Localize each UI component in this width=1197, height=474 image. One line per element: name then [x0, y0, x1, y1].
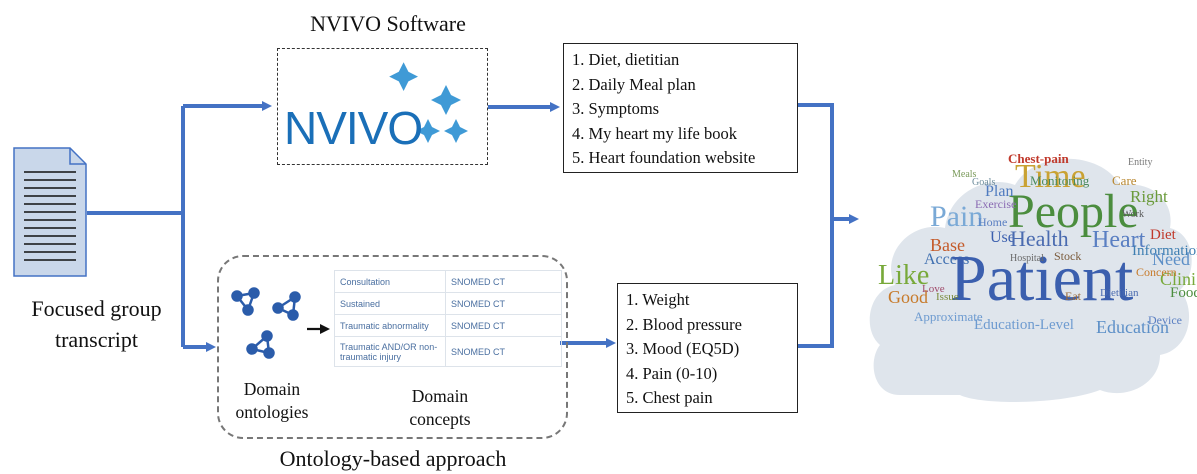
source-label-line1: Focused group — [31, 296, 162, 321]
cloud-word: Care — [1112, 173, 1137, 188]
nvivo-logo-box: NVIVO — [277, 48, 488, 165]
cloud-word: Use — [990, 229, 1015, 246]
domain-concepts-line2: concepts — [409, 409, 471, 429]
nvivo-logo-icon — [389, 62, 468, 143]
nvivo-result-item: 1. Diet, dietitian — [572, 50, 680, 69]
ontology-caption: Ontology-based approach — [279, 446, 507, 471]
concept-source-cell: SNOMED CT — [445, 336, 562, 367]
cloud-word: Diet — [1150, 227, 1176, 243]
concept-name-cell: Traumatic abnormality — [334, 314, 446, 337]
domain-ontologies-line1: Domain — [243, 379, 301, 399]
cloud-word: Plan — [985, 183, 1014, 200]
nvivo-result-item: 2. Daily Meal plan — [572, 74, 696, 94]
cloud-word: Entity — [1128, 157, 1153, 168]
ontology-approach-box — [217, 255, 568, 439]
cloud-word: Chest-pain — [1008, 151, 1069, 166]
ontology-result-item: 2. Blood pressure — [626, 314, 742, 334]
word-cloud-shape — [869, 158, 1192, 402]
domain-ontologies-label: Domain ontologies — [222, 378, 322, 424]
nvivo-results-box: 1. Diet, dietitian 2. Daily Meal plan 3.… — [563, 43, 798, 173]
cloud-word: Time — [1015, 158, 1086, 195]
source-label-line2: transcript — [54, 327, 139, 352]
concept-source-cell: SNOMED CT — [445, 292, 562, 315]
domain-concepts-table: Consultation SNOMED CT Sustained SNOMED … — [334, 270, 562, 367]
cloud-word: Good — [888, 287, 928, 307]
concept-source-cell: SNOMED CT — [445, 314, 562, 337]
source-label: Focused group transcript — [0, 293, 193, 355]
cloud-word: Health — [1010, 226, 1069, 251]
cloud-word: Dietitian — [1100, 287, 1139, 299]
ontology-results-box: 1. Weight 2. Blood pressure 3. Mood (EQ5… — [617, 283, 798, 413]
cloud-word: Food — [1170, 285, 1197, 301]
cloud-word: Education — [1096, 317, 1169, 337]
concept-name-cell: Sustained — [334, 292, 446, 315]
cloud-word: People — [1008, 185, 1139, 238]
cloud-word: Education-Level — [974, 317, 1074, 333]
cloud-word: Access — [924, 251, 970, 268]
cloud-word: Exercise — [975, 197, 1017, 211]
nvivo-title: NVIVO Software — [310, 11, 466, 36]
nvivo-result-item: 4. My heart my life book — [572, 123, 737, 143]
cloud-word: Information — [1132, 243, 1197, 259]
cloud-word: Approximate — [914, 309, 983, 324]
domain-ontologies-line2: ontologies — [235, 402, 309, 422]
concept-name-cell: Traumatic AND/OR non-traumatic injury — [334, 336, 446, 367]
nvivo-result-item: 3. Symptoms — [572, 99, 660, 118]
cloud-word: Meals — [952, 169, 977, 180]
table-row: Traumatic abnormality SNOMED CT — [334, 314, 562, 337]
branch-connector — [87, 101, 859, 352]
nvivo-result-item: 5. Heart foundation website — [572, 148, 756, 167]
cloud-word: Pain — [930, 200, 984, 233]
cloud-word: Base — [930, 235, 965, 255]
cloud-word: Concern — [1136, 265, 1177, 279]
ontology-result-item: 4. Pain (0-10) — [626, 363, 718, 383]
cloud-word: Eat — [1065, 289, 1081, 303]
table-row: Sustained SNOMED CT — [334, 292, 562, 315]
domain-concepts-line1: Domain — [411, 386, 469, 406]
ontology-result-item: 1. Weight — [626, 290, 690, 309]
cloud-word: Issue — [936, 291, 959, 303]
ontology-result-item: 5. Chest pain — [626, 388, 713, 407]
cloud-word: Love — [922, 283, 945, 295]
cloud-word: Need — [1152, 249, 1190, 269]
cloud-word: Clini — [1160, 269, 1197, 289]
concept-source-cell: SNOMED CT — [445, 270, 562, 293]
word-cloud: Time Chest-pain People Monitoring Exerci… — [860, 150, 1197, 405]
document-icon — [13, 147, 87, 277]
cloud-word: Monitoring — [1030, 173, 1090, 188]
cloud-word: Home — [978, 215, 1008, 229]
cloud-word: Heart — [1092, 227, 1146, 253]
cloud-word: Device — [1148, 313, 1182, 327]
cloud-word: Work — [1122, 209, 1144, 220]
cloud-word: Right — [1130, 187, 1168, 206]
ontology-network-icon — [231, 287, 301, 359]
cloud-word: Goals — [972, 177, 996, 188]
nvivo-logo-text: NVIVO — [284, 102, 423, 154]
cloud-word: Hospital — [1010, 253, 1044, 264]
concept-name-cell: Consultation — [334, 270, 446, 293]
ontology-result-item: 3. Mood (EQ5D) — [626, 339, 740, 358]
cloud-word: Stock — [1054, 249, 1082, 263]
table-row: Traumatic AND/OR non-traumatic injury SN… — [334, 336, 562, 367]
cloud-word: Like — [878, 260, 930, 291]
cloud-word: Patient — [950, 242, 1134, 315]
table-row: Consultation SNOMED CT — [334, 270, 562, 293]
domain-concepts-label: Domain concepts — [385, 385, 495, 431]
